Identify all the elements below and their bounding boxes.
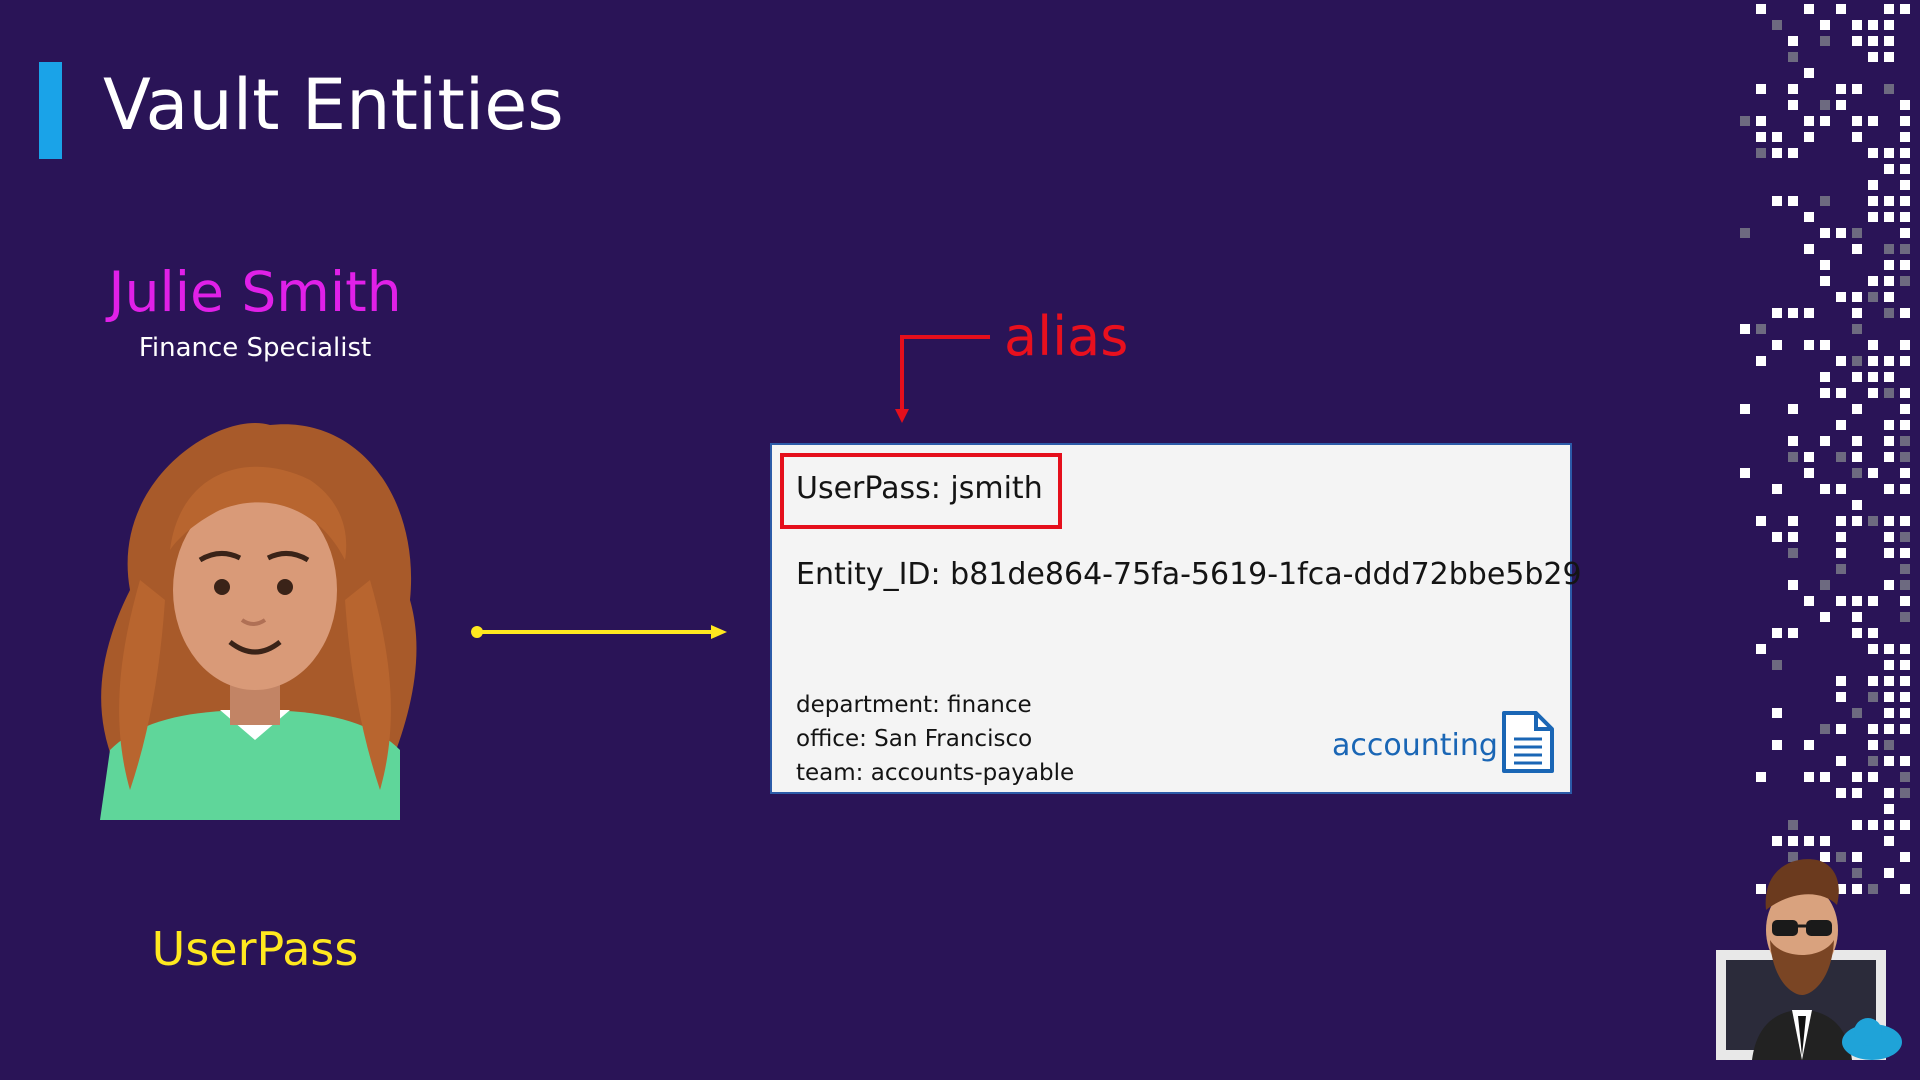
presenter-avatar-icon — [1716, 859, 1902, 1060]
metadata-item: office: San Francisco — [796, 726, 1033, 752]
alias-highlight-box — [780, 453, 1062, 529]
person-name: Julie Smith — [108, 260, 402, 324]
auth-method-label: UserPass — [151, 922, 359, 976]
metadata-item: department: finance — [796, 692, 1032, 718]
alias-pointer-arrow — [895, 335, 990, 423]
group-label: accounting — [1332, 728, 1498, 763]
alias-label: alias — [1004, 305, 1129, 368]
connector-arrow — [471, 625, 727, 639]
entity-metadata: department: finance office: San Francisc… — [796, 688, 1074, 790]
entity-alias: UserPass: jsmith — [796, 471, 1043, 506]
person-role: Finance Specialist — [138, 333, 372, 363]
decorative-pixel-pattern — [1740, 4, 1910, 894]
document-icon — [1502, 711, 1554, 773]
julie-avatar-icon — [100, 422, 417, 820]
title-accent-bar — [39, 62, 62, 159]
entity-card: UserPass: jsmith Entity_ID: b81de864-75f… — [770, 443, 1582, 794]
metadata-item: team: accounts-payable — [796, 760, 1075, 786]
entity-id: Entity_ID: b81de864-75fa-5619-1fca-ddd72… — [796, 557, 1582, 592]
slide-title: Vault Entities — [103, 64, 564, 146]
